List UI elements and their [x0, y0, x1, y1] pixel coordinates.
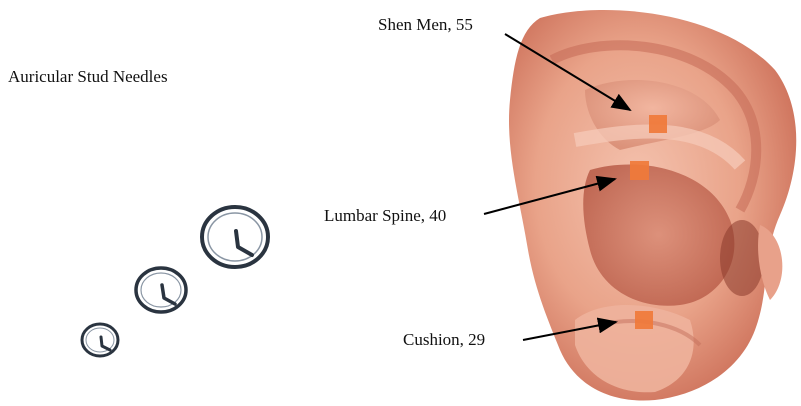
figure-caption: Auricular Stud Needles	[8, 67, 168, 87]
marker-lumbar-spine	[630, 161, 649, 180]
stud-needle-icon	[136, 268, 186, 312]
ear-illustration	[509, 10, 796, 401]
label-shen-men: Shen Men, 55	[378, 15, 473, 35]
stud-needle-icon	[82, 324, 118, 356]
marker-cushion	[635, 311, 653, 329]
label-lumbar-spine: Lumbar Spine, 40	[324, 206, 446, 226]
label-cushion: Cushion, 29	[403, 330, 485, 350]
marker-shen-men	[649, 115, 667, 133]
stud-needle-icon	[202, 207, 268, 267]
